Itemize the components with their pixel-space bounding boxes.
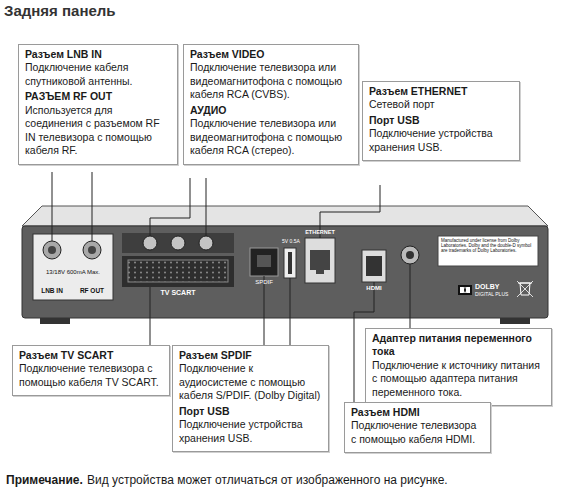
rf-connector <box>83 241 101 259</box>
dolby-logo <box>458 285 472 295</box>
device-marking: Manufactured under license from Dolby La… <box>441 238 536 254</box>
spdif-port <box>250 248 278 276</box>
leader-line <box>52 172 53 241</box>
device-marking: ETHERNET <box>300 229 340 235</box>
rca-plate <box>122 233 234 253</box>
usb-socket <box>288 252 292 274</box>
callout-box: Разъем HDMIПодключение телевизора с помо… <box>344 402 491 453</box>
device-marking: 5V 0.5A <box>276 239 306 245</box>
device-marking: TV SCART <box>148 289 208 297</box>
callout-text: Используется для соединения с разъемом R… <box>25 104 171 158</box>
callout-heading: АУДИО <box>190 104 352 117</box>
callout-box: Адаптер питания переменного токаПодключе… <box>365 328 552 406</box>
spdif-socket <box>257 255 271 267</box>
recycle-bin-cross <box>517 281 533 297</box>
diagram-title: Задняя панель <box>4 2 116 19</box>
rca-audio <box>171 236 185 250</box>
callout-text: Подключение телевизора или видеомагнитоф… <box>190 61 352 101</box>
note-text: Примечание. <box>6 474 83 488</box>
leader-line <box>290 278 291 345</box>
device-marking: RF OUT <box>76 287 108 294</box>
usb-port <box>284 248 296 278</box>
device-marking: 13/18V 600mA Max. <box>34 269 112 276</box>
callout-text: Подключение к аудиосистеме с помощью каб… <box>179 362 322 402</box>
callout-heading: Адаптер питания переменного тока <box>372 332 545 359</box>
callout-text: Подключение телевизора или видеомагнитоф… <box>190 117 352 157</box>
callout-heading: Разъем ETHERNET <box>369 85 513 98</box>
rf-connector-core <box>88 246 96 254</box>
device-top <box>22 206 548 226</box>
leader-line <box>92 172 93 241</box>
leader-line <box>410 264 411 328</box>
lnb-plate <box>33 234 113 300</box>
ethernet-tab <box>316 270 324 274</box>
device-marking: LNB IN <box>36 287 68 294</box>
note-text: Вид устройства может отличаться от изобр… <box>87 474 448 488</box>
scart-pins <box>128 260 228 282</box>
callout-box: Разъем ETHERNETСетевой портПорт USBПодкл… <box>362 81 520 161</box>
leader-line <box>150 287 151 345</box>
callout-text: Подключение устройства хранения USB. <box>369 127 513 154</box>
callout-text: Подключение телевизора с помощью кабеля … <box>19 362 163 389</box>
rca-video <box>143 236 157 250</box>
callout-heading: Порт USB <box>369 114 513 127</box>
callout-text: Подключение кабеля спутниковой антенны. <box>25 61 171 88</box>
scart-frame <box>122 256 234 287</box>
callout-text: Сетевой порт <box>369 98 513 111</box>
callout-heading: Разъем VIDEO <box>190 48 352 61</box>
callout-heading: Разъем LNB IN <box>25 48 171 61</box>
callout-text: Подключение устройства хранения USB. <box>179 418 322 445</box>
device-marking: HDMI <box>356 285 392 292</box>
callout-heading: Разъем SPDIF <box>179 349 322 362</box>
power-jack-core <box>406 251 414 259</box>
power-jack <box>401 246 419 264</box>
hdmi-socket <box>366 256 382 276</box>
rca-audio <box>199 236 213 250</box>
leader-line <box>206 178 207 236</box>
callout-box: Разъем SPDIFПодключение к аудиосистеме с… <box>172 345 329 452</box>
callout-heading: Разъем HDMI <box>351 406 484 419</box>
dolby-double-d <box>460 287 470 293</box>
device-marking: DOLBY <box>475 283 515 291</box>
callout-text: Подключение к источнику питания с помощь… <box>372 359 545 399</box>
ethernet-socket <box>310 250 330 270</box>
device-marking: DIGITAL PLUS <box>475 292 515 298</box>
ethernet-port <box>305 238 335 283</box>
hdmi-port <box>362 250 386 282</box>
lnb-connector <box>43 241 61 259</box>
device-foot <box>500 318 530 324</box>
leader-line <box>150 178 190 236</box>
license-sticker <box>438 236 538 266</box>
callout-heading: РАЗЪЕМ RF OUT <box>25 90 171 103</box>
callout-box: Разъем VIDEOПодключение телевизора или в… <box>183 44 359 165</box>
callout-box: Разъем LNB INПодключение кабеля спутнико… <box>18 44 178 165</box>
callout-text: Подключение телевизора с помощью кабеля … <box>351 419 484 446</box>
lnb-connector-core <box>48 246 56 254</box>
leader-line <box>264 276 265 345</box>
callout-heading: Порт USB <box>179 405 322 418</box>
callout-heading: Разъем TV SCART <box>19 349 163 362</box>
device-foot <box>40 318 70 324</box>
callout-box: Разъем TV SCARTПодключение телевизора с … <box>12 345 170 396</box>
device-marking: SPDIF <box>246 279 282 286</box>
rear-panel <box>22 226 548 318</box>
